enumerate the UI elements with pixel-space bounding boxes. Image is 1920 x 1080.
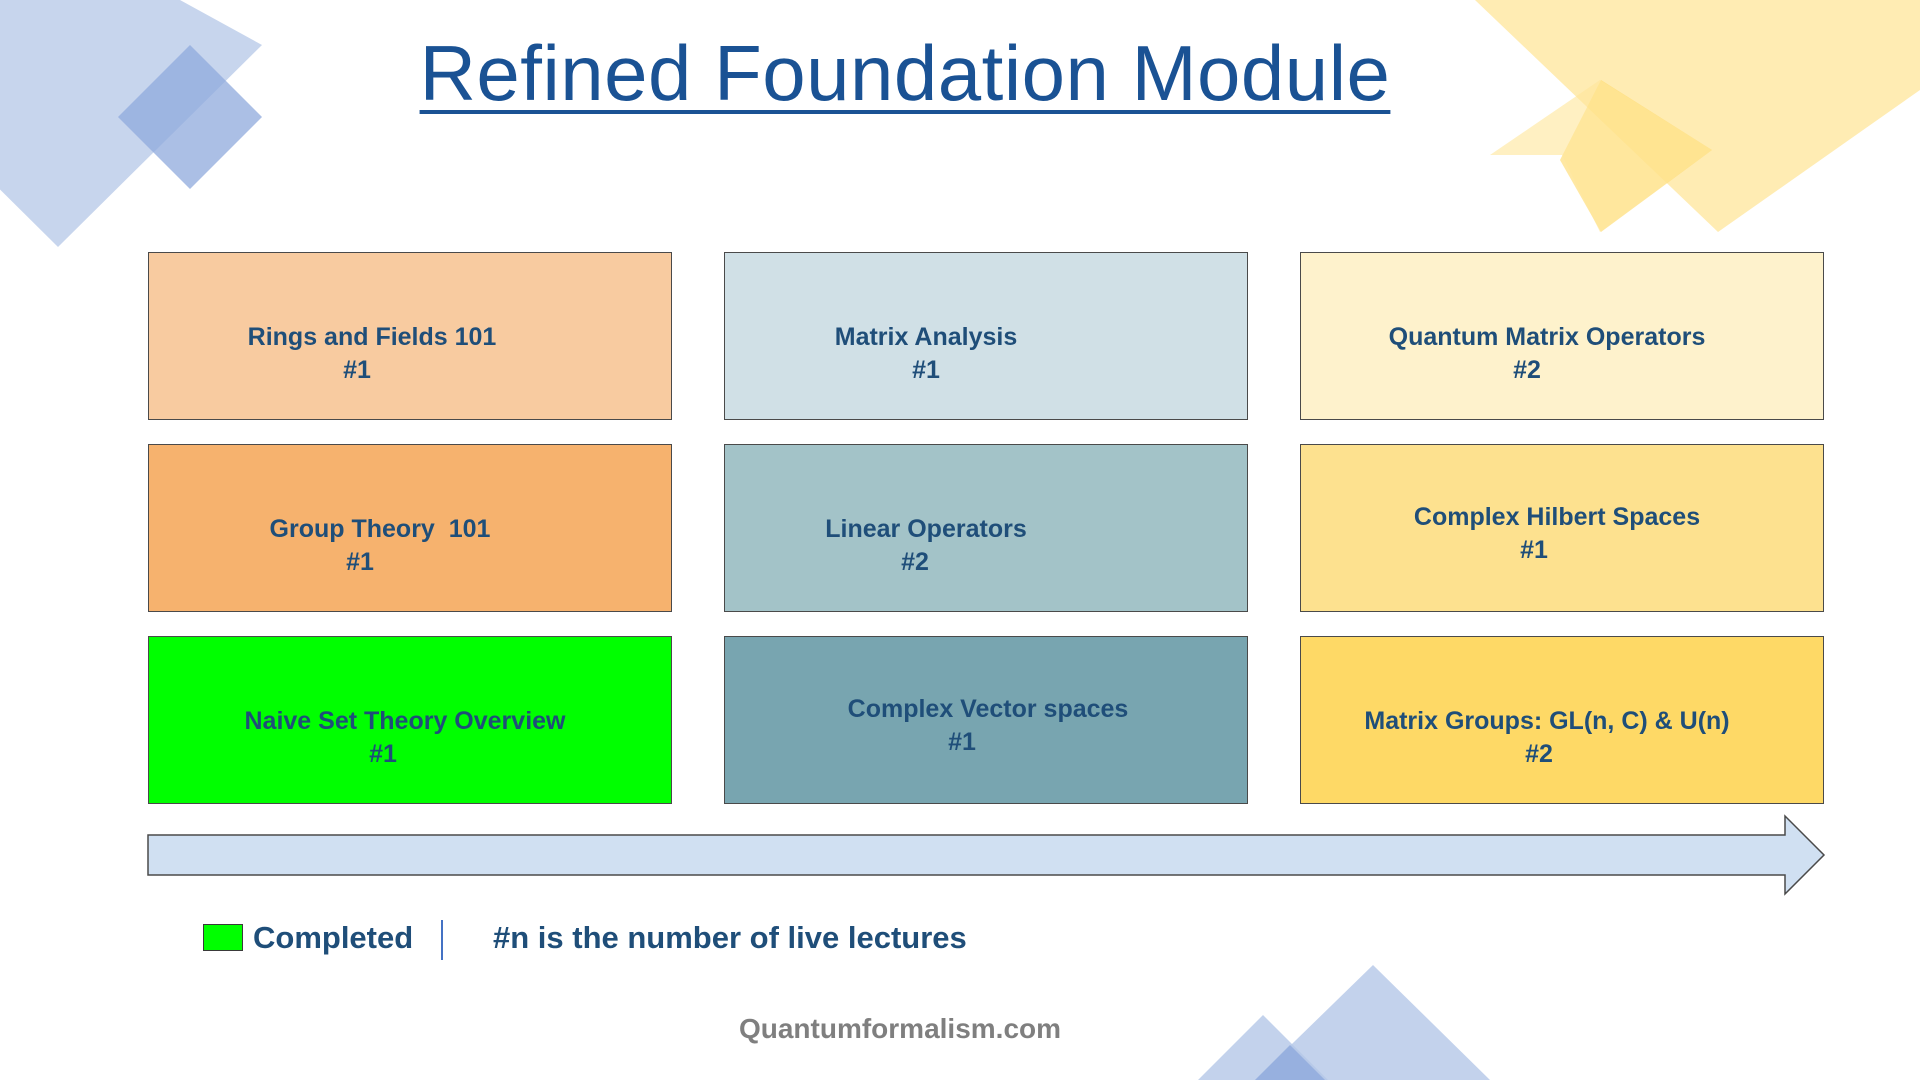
legend-completed-label: Completed	[253, 920, 414, 955]
progress-arrow	[147, 814, 1826, 896]
module-card-matrix-analysis[interactable]: Matrix Analysis #1	[724, 252, 1248, 420]
module-name: Matrix Analysis	[834, 323, 1018, 351]
module-card-rings-and-fields[interactable]: Rings and Fields 101 #1	[148, 252, 672, 420]
page-title: Refined Foundation Module	[419, 29, 1391, 117]
legend-note: #n is the number of live lectures	[493, 920, 967, 955]
module-name: Linear Operators	[825, 515, 1027, 543]
module-grid: Rings and Fields 101 #1 Matrix Analysis …	[148, 252, 1824, 804]
module-card-linear-operators[interactable]: Linear Operators #2	[724, 444, 1248, 612]
module-card-quantum-matrix-operators[interactable]: Quantum Matrix Operators #2	[1300, 252, 1824, 420]
module-name: Group Theory 101	[269, 515, 491, 543]
module-lectures: #1	[369, 740, 397, 768]
module-card-matrix-groups[interactable]: Matrix Groups: GL(n, C) & U(n) #2	[1300, 636, 1824, 804]
module-lectures: #1	[346, 548, 374, 576]
module-lectures: #2	[1513, 356, 1541, 384]
module-name: Matrix Groups: GL(n, C) & U(n)	[1364, 707, 1730, 735]
module-lectures: #2	[901, 548, 929, 576]
module-card-complex-hilbert-spaces[interactable]: Complex Hilbert Spaces #1	[1300, 444, 1824, 612]
module-card-group-theory[interactable]: Group Theory 101 #1	[148, 444, 672, 612]
module-name: Rings and Fields 101	[247, 323, 497, 351]
legend-divider	[441, 920, 443, 960]
module-lectures: #1	[343, 356, 371, 384]
module-name: Complex Vector spaces	[847, 695, 1129, 723]
completed-swatch	[203, 924, 243, 951]
module-card-complex-vector-spaces[interactable]: Complex Vector spaces #1	[724, 636, 1248, 804]
module-lectures: #2	[1525, 740, 1553, 768]
module-lectures: #1	[948, 728, 976, 756]
module-card-naive-set-theory[interactable]: Naive Set Theory Overview #1	[148, 636, 672, 804]
module-lectures: #1	[1520, 536, 1548, 564]
module-name: Complex Hilbert Spaces	[1413, 503, 1701, 531]
footer-site[interactable]: Quantumformalism.com	[738, 1013, 1062, 1044]
module-lectures: #1	[912, 356, 940, 384]
module-name: Quantum Matrix Operators	[1388, 323, 1706, 351]
module-name: Naive Set Theory Overview	[244, 707, 566, 735]
